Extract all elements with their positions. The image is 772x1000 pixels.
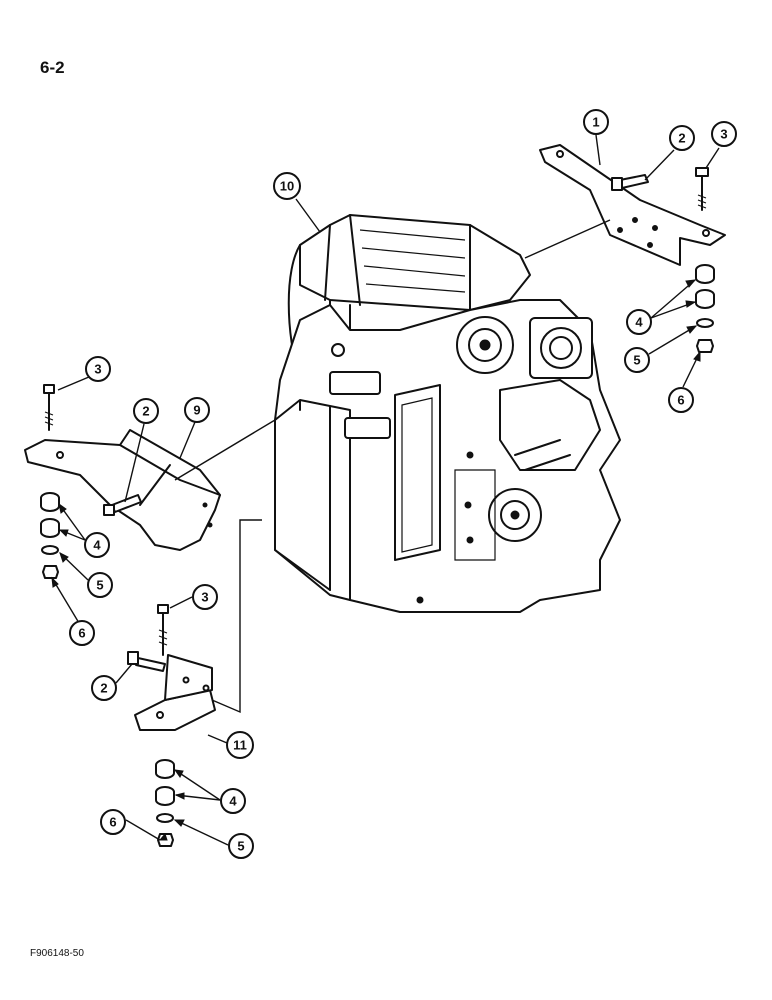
callout-2: 2 [91,675,117,701]
callout-11: 11 [226,731,254,759]
svg-text:2: 2 [142,404,149,419]
bracket-lower [134,654,216,731]
callout-9: 9 [184,397,210,423]
figure-code: F906148-50 [30,948,84,959]
svg-text:6: 6 [109,815,116,830]
svg-text:5: 5 [633,353,640,368]
svg-text:4: 4 [635,315,643,330]
callout-6: 6 [100,809,126,835]
callout-5: 5 [228,833,254,859]
svg-text:5: 5 [237,839,244,854]
svg-text:3: 3 [201,590,208,605]
isolators-right [695,264,715,353]
svg-text:11: 11 [233,738,247,753]
callout-4: 4 [84,532,110,558]
svg-text:4: 4 [229,794,237,809]
bolt-3-left [43,384,55,431]
isolators-left [40,492,60,579]
bracket-left [24,429,221,551]
bolt-2-right [611,174,649,191]
bolt-2-lower [127,651,166,672]
svg-text:2: 2 [678,131,685,146]
dash-line-lower [211,519,262,714]
leader-lines [51,134,720,846]
bolt-2-left [103,494,142,516]
dash-line-left [174,419,276,481]
svg-text:1: 1 [592,115,599,130]
page-number: 6-2 [40,58,65,77]
bracket-right [539,144,726,266]
svg-text:10: 10 [280,179,294,194]
callout-3: 3 [711,121,737,147]
callout-2: 2 [669,125,695,151]
bolt-3-lower [157,604,169,656]
svg-text:3: 3 [94,362,101,377]
svg-text:9: 9 [193,403,200,418]
callout-1: 1 [583,109,609,135]
callout-3: 3 [85,356,111,382]
svg-text:4: 4 [93,538,101,553]
callout-6: 6 [668,387,694,413]
dash-line-right [524,219,611,259]
svg-text:5: 5 [96,578,103,593]
callout-6: 6 [69,620,95,646]
transmission-housing [274,214,621,613]
callout-4: 4 [220,788,246,814]
callout-2: 2 [133,398,159,424]
svg-text:3: 3 [720,127,727,142]
svg-text:6: 6 [677,393,684,408]
callout-4: 4 [626,309,652,335]
callout-3: 3 [192,584,218,610]
callout-5: 5 [87,572,113,598]
leader-arrows [51,279,701,841]
callout-10: 10 [273,172,301,200]
callout-5: 5 [624,347,650,373]
isolators-lower [155,759,175,847]
svg-text:2: 2 [100,681,107,696]
svg-text:6: 6 [78,626,85,641]
bolt-3-right [695,167,709,211]
